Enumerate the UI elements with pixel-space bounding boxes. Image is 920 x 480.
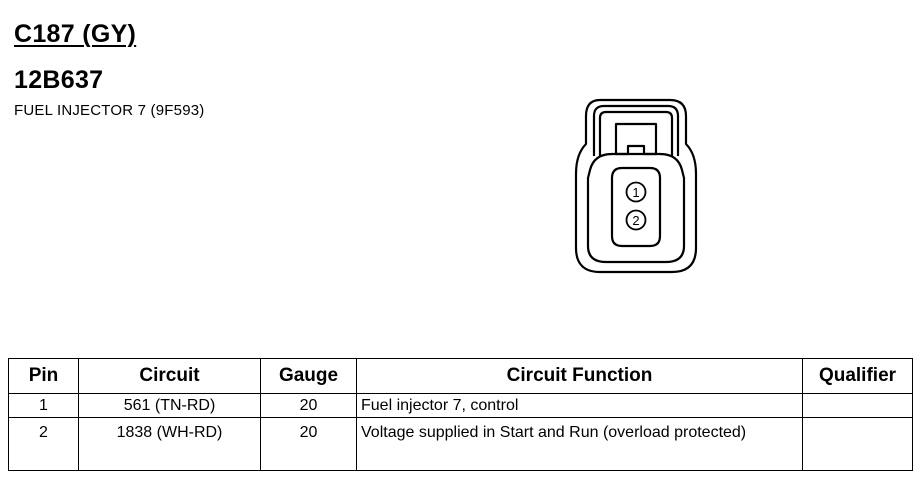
pin-2-label: 2 bbox=[632, 213, 639, 228]
latch-rail-outer bbox=[592, 104, 680, 156]
inner-cavity bbox=[586, 152, 686, 264]
cell-circuit-function: Voltage supplied in Start and Run (overl… bbox=[356, 417, 803, 471]
header-circuit: Circuit bbox=[78, 358, 261, 394]
part-number: 12B637 bbox=[14, 66, 104, 94]
cell-gauge: 20 bbox=[260, 393, 357, 418]
pin-1-label: 1 bbox=[632, 185, 639, 200]
latch-rail-inner bbox=[598, 110, 674, 156]
pin-2-circle bbox=[625, 209, 647, 231]
pin-table: Pin Circuit Gauge Circuit Function Quali… bbox=[8, 358, 913, 471]
cell-circuit-function: Fuel injector 7, control bbox=[356, 393, 803, 418]
terminal-housing bbox=[610, 166, 662, 248]
table-row: 2 1838 (WH-RD) 20 Voltage supplied in St… bbox=[8, 417, 913, 471]
component-description: FUEL INJECTOR 7 (9F593) bbox=[14, 102, 205, 119]
cell-circuit: 561 (TN-RD) bbox=[78, 393, 261, 418]
header-pin: Pin bbox=[8, 358, 79, 394]
connector-face-diagram: 1 2 bbox=[572, 98, 700, 276]
header-qualifier: Qualifier bbox=[802, 358, 913, 394]
cell-gauge: 20 bbox=[260, 417, 357, 471]
connector-id: C187 (GY) bbox=[14, 20, 137, 48]
cell-qualifier bbox=[802, 417, 913, 471]
pin-1-circle bbox=[625, 181, 647, 203]
connector-outer-shell bbox=[574, 98, 698, 274]
cell-pin: 2 bbox=[8, 417, 79, 471]
table-row: 1 561 (TN-RD) 20 Fuel injector 7, contro… bbox=[8, 393, 913, 418]
cell-qualifier bbox=[802, 393, 913, 418]
cell-pin: 1 bbox=[8, 393, 79, 418]
cell-circuit: 1838 (WH-RD) bbox=[78, 417, 261, 471]
table-header-row: Pin Circuit Gauge Circuit Function Quali… bbox=[8, 358, 913, 394]
header-circuit-function: Circuit Function bbox=[356, 358, 803, 394]
header-gauge: Gauge bbox=[260, 358, 357, 394]
latch-lock bbox=[614, 122, 658, 156]
